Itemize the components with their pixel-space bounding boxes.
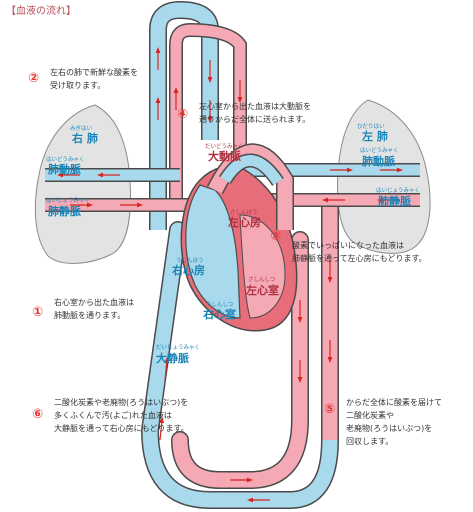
step-5-line-1: からだ全体に酸素を届けて: [346, 397, 442, 407]
pa-left-ruby: はいどうみゃく: [360, 146, 399, 154]
label-left-ventricle: さしんしつ 左心室: [245, 276, 279, 297]
step-4-line-1: 左心室から出た血液は大動脈を: [199, 101, 311, 111]
step-1-line-2: 肺動脈を通ります。: [54, 310, 125, 320]
step-2-note: ② 左右の肺で新鮮な酸素を 受け取ります。: [28, 67, 138, 90]
left-lung-ruby: ひだりはい: [357, 123, 385, 130]
step-2-line-2: 受け取ります。: [50, 80, 105, 90]
step-3-line-1: 酸素でいっぱいになった血液は: [292, 240, 404, 250]
vena-cava-loop: [140, 221, 339, 509]
vena-cava-label: 大静脈: [156, 351, 189, 365]
step-4-number: ④: [177, 107, 188, 122]
pa-right-ruby: はいどうみゃく: [46, 155, 85, 163]
step-6-note: ⑥ 二酸化炭素や老廃物(ろうはいぶつ)を 多くふくんで汚(よご)れた血液は 大静…: [32, 397, 189, 433]
step-1-number: ①: [32, 305, 43, 320]
label-pa-left: はいどうみゃく 肺動脈: [360, 146, 399, 168]
step-6-number: ⑥: [32, 407, 43, 422]
right-lung-ruby: みぎはい: [70, 124, 93, 132]
upper-body-loops: [149, 0, 247, 230]
left-ventricle-ruby: さしんしつ: [248, 276, 275, 283]
right-lung-label: 右 肺: [71, 131, 98, 145]
right-ventricle-label: 右心室: [202, 307, 236, 321]
step-3-line-2: 肺静脈を通って左心房にもどります。: [292, 253, 427, 263]
step-3-number: ③: [270, 229, 281, 244]
right-atrium-label: 右心房: [171, 263, 205, 277]
label-left-atrium: さしんぼう 左心房: [227, 209, 261, 229]
pv-left-label: 肺静脈: [378, 194, 411, 208]
pa-right-label: 肺動脈: [48, 162, 81, 176]
pa-left-label: 肺動脈: [362, 154, 395, 168]
step-6-line-2: 多くふくんで汚(よご)れた血液は: [54, 410, 172, 420]
left-lung-label: 左 肺: [361, 129, 388, 143]
step-5-line-4: 回収します。: [346, 436, 393, 446]
step-3-note: ③ 酸素でいっぱいになった血液は 肺静脈を通って左心房にもどります。: [270, 229, 427, 263]
step-5-line-2: 二酸化炭素や: [346, 410, 394, 420]
label-right-lung: みぎはい 右 肺: [70, 124, 98, 145]
right-heart-chambers: [185, 184, 241, 319]
label-right-ventricle: うしんしつ 右心室: [202, 301, 236, 321]
right-ventricle-ruby: うしんしつ: [206, 301, 233, 308]
aorta-label: 大動脈: [208, 149, 241, 163]
step-5-number: ⑤: [324, 402, 335, 417]
vena-cava-ruby: だいじょうみゃく: [156, 344, 200, 351]
step-2-line-1: 左右の肺で新鮮な酸素を: [50, 67, 138, 77]
step-5-line-3: 老廃物(ろうはいぶつ)を: [346, 423, 432, 433]
label-pa-right: はいどうみゃく 肺動脈: [46, 155, 85, 176]
step-5-note: ⑤ からだ全体に酸素を届けて 二酸化炭素や 老廃物(ろうはいぶつ)を 回収します…: [324, 397, 442, 446]
step-1-line-1: 右心室から出た血液は: [54, 297, 134, 307]
left-ventricle-label: 左心室: [245, 283, 279, 297]
left-atrium-label: 左心房: [227, 215, 261, 229]
step-4-note: ④ 左心室から出た血液は大動脈を 通りからだ全体に送られます。: [177, 101, 311, 124]
label-aorta: だいどうみゃく 大動脈: [205, 142, 244, 163]
label-pv-left: はいじょうみゃく 肺静脈: [376, 187, 420, 208]
step-4-line-2: 通りからだ全体に送られます。: [199, 114, 310, 124]
label-left-lung: ひだりはい 左 肺: [357, 123, 388, 143]
left-atrium-ruby: さしんぼう: [230, 209, 258, 216]
pv-left-ruby: はいじょうみゃく: [376, 187, 420, 194]
flow-arrows: [57, 47, 403, 503]
label-vena-cava: だいじょうみゃく 大静脈: [156, 344, 200, 365]
label-right-atrium: うしんぼう 右心房: [171, 257, 205, 277]
step-6-line-3: 大静脈を通って右心房にもどります。: [54, 423, 189, 433]
aorta-ruby: だいどうみゃく: [205, 142, 244, 150]
step-2-number: ②: [28, 71, 39, 86]
pv-right-label: 肺静脈: [48, 204, 81, 218]
heart: [180, 143, 298, 332]
step-1-note: ① 右心室から出た血液は 肺動脈を通ります。: [32, 297, 134, 320]
pv-right-ruby: はいじょうみゃく: [46, 197, 90, 204]
step-6-line-1: 二酸化炭素や老廃物(ろうはいぶつ)を: [54, 397, 188, 407]
diagram-title: 【血液の流れ】: [6, 4, 76, 17]
label-pv-right: はいじょうみゃく 肺静脈: [46, 197, 90, 218]
right-atrium-ruby: うしんぼう: [176, 257, 204, 264]
